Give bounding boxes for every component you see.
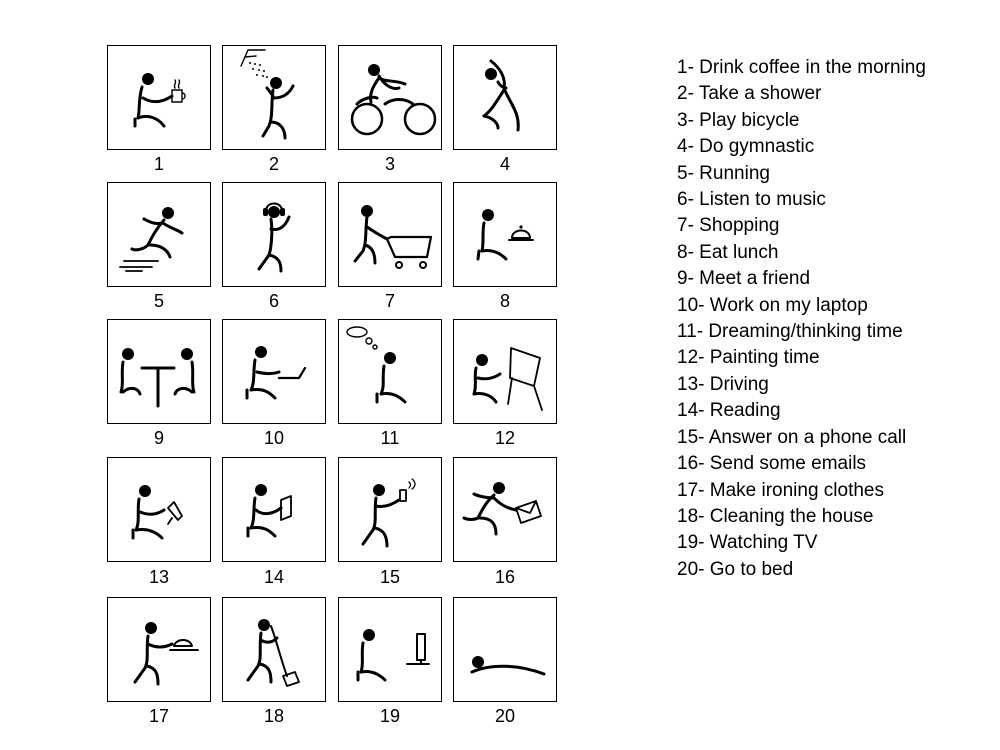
tile-number: 10 (263, 428, 285, 448)
legend-item: 3- Play bicycle (677, 109, 800, 131)
driving-icon (131, 485, 183, 540)
tile-11 (338, 319, 442, 424)
tile-number: 1 (153, 154, 164, 174)
tile-5 (107, 182, 211, 287)
broom-icon (246, 619, 300, 687)
tv-icon (356, 629, 430, 682)
running-icon (119, 207, 184, 272)
phone-call-icon (361, 478, 416, 548)
tile-number: 14 (263, 567, 285, 587)
tile-number: 19 (379, 706, 401, 726)
tile-7 (338, 182, 442, 287)
iron-icon (133, 622, 199, 686)
legend-item: 14- Reading (677, 400, 781, 422)
legend-item: 11- Dreaming/thinking time (677, 321, 903, 343)
thought-bubble-icon (346, 326, 407, 404)
tile-number: 3 (384, 154, 395, 174)
tile-number: 20 (494, 706, 516, 726)
tile-19 (338, 597, 442, 702)
gymnastic-icon (482, 59, 520, 132)
legend-item: 12- Painting time (677, 347, 820, 369)
sleeping-icon (470, 656, 546, 676)
legend-item: 18- Cleaning the house (677, 505, 874, 527)
drink-coffee-icon (133, 73, 186, 128)
legend-item: 19- Watching TV (677, 532, 818, 554)
tile-6 (222, 182, 326, 287)
tile-number: 6 (268, 291, 279, 311)
reading-book-icon (246, 484, 292, 538)
tile-number: 2 (268, 154, 279, 174)
tile-number: 15 (379, 567, 401, 587)
tile-number: 11 (380, 428, 400, 448)
legend-item: 9- Meet a friend (677, 268, 811, 290)
tile-18 (222, 597, 326, 702)
bicycle-icon (350, 64, 437, 136)
tile-16 (453, 457, 557, 562)
pictogram-grid: 1 2 3 4 5 6 7 8 9 10 11 12 13 14 15 16 1… (107, 45, 557, 726)
tile-17 (107, 597, 211, 702)
meet-friend-icon (119, 348, 196, 408)
legend-item: 20- Go to bed (677, 558, 794, 580)
shopping-cart-icon (353, 205, 433, 269)
legend-item: 6- Listen to music (677, 189, 826, 211)
activity-legend: 1- Drink coffee in the morning 2- Take a… (677, 55, 926, 583)
tile-number: 7 (384, 291, 395, 311)
legend-item: 8- Eat lunch (677, 241, 779, 263)
legend-item: 10- Work on my laptop (677, 294, 868, 316)
tile-12 (453, 319, 557, 424)
email-envelope-icon (462, 482, 542, 536)
tile-13 (107, 457, 211, 562)
legend-item: 1- Drink coffee in the morning (677, 57, 926, 78)
legend-item: 15- Answer on a phone call (677, 426, 907, 448)
laptop-icon (245, 346, 307, 400)
legend-item: 17- Make ironing clothes (677, 479, 884, 501)
tile-2 (222, 45, 326, 150)
lunch-cloche-icon (476, 209, 534, 261)
music-headphones-icon (257, 202, 291, 273)
tile-3 (338, 45, 442, 150)
tile-number: 5 (153, 291, 164, 311)
legend-item: 7- Shopping (677, 215, 780, 237)
tile-15 (338, 457, 442, 562)
tile-number: 9 (153, 428, 164, 448)
legend-item: 4- Do gymnastic (677, 136, 815, 158)
tile-number: 8 (499, 291, 510, 311)
tile-number: 17 (148, 706, 170, 726)
legend-item: 5- Running (677, 162, 770, 184)
tile-14 (222, 457, 326, 562)
tile-number: 18 (263, 706, 285, 726)
shower-icon (240, 49, 295, 140)
tile-8 (453, 182, 557, 287)
tile-1 (107, 45, 211, 150)
tile-number: 4 (499, 154, 510, 174)
easel-icon (472, 347, 543, 411)
tile-number: 16 (494, 567, 516, 587)
legend-item: 2- Take a shower (677, 83, 822, 105)
tile-10 (222, 319, 326, 424)
tile-4 (453, 45, 557, 150)
tile-20 (453, 597, 557, 702)
legend-item: 16- Send some emails (677, 453, 867, 475)
tile-number: 13 (148, 567, 170, 587)
legend-item: 13- Driving (677, 373, 769, 395)
tile-number: 12 (494, 428, 516, 448)
tile-9 (107, 319, 211, 424)
